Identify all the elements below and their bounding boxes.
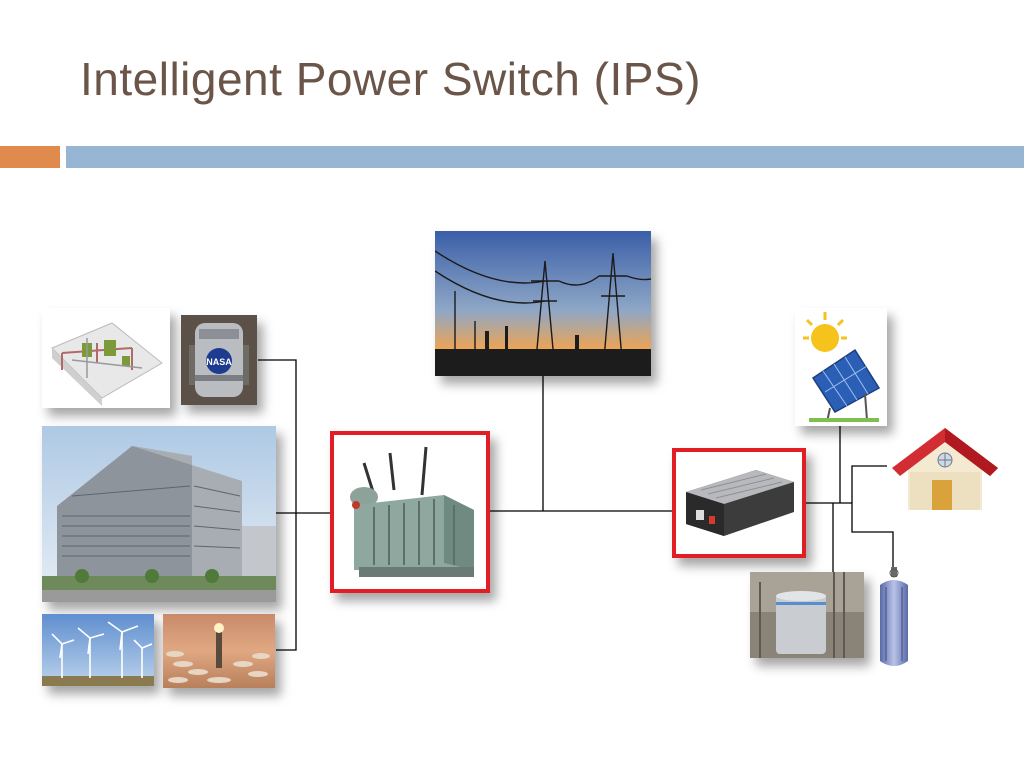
svg-text:NASA: NASA bbox=[206, 357, 232, 367]
wind-turbines-icon bbox=[42, 614, 154, 686]
storage-tank-icon bbox=[750, 572, 864, 658]
page-title: Intelligent Power Switch (IPS) bbox=[80, 53, 701, 105]
solar-panel-icon bbox=[795, 308, 887, 426]
gas-cylinder-icon bbox=[872, 565, 916, 671]
power-inverter-icon bbox=[672, 448, 806, 558]
solar-thermal-tower-icon bbox=[163, 614, 275, 688]
office-building-icon bbox=[42, 426, 276, 602]
nasa-fuel-cell-icon: NASA bbox=[181, 315, 257, 405]
industrial-plant-icon bbox=[42, 308, 170, 408]
title-accent-bar-orange bbox=[0, 146, 60, 168]
transformer-icon bbox=[330, 431, 490, 593]
power-transmission-towers-icon bbox=[435, 231, 651, 376]
title-accent-bar-blue bbox=[66, 146, 1024, 168]
house-icon bbox=[890, 424, 1000, 516]
